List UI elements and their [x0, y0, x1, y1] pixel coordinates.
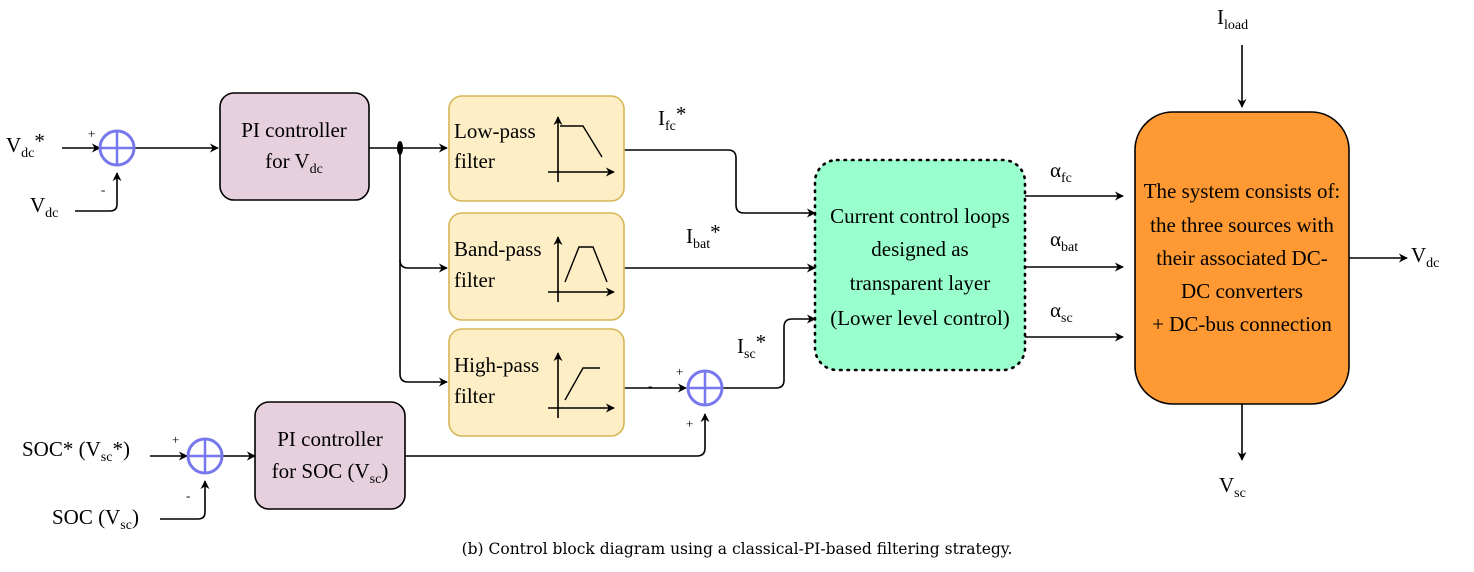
- bandpass-filter-block: Band-pass filter: [448, 212, 625, 321]
- pi-soc-line2: for SOC (Vsc): [272, 459, 389, 487]
- label-vdc-out: Vdc: [1411, 243, 1439, 271]
- label-ibat: Ibat*: [686, 220, 721, 252]
- wire-vdc-feedback: [75, 172, 122, 212]
- sum-soc-minus: -: [186, 488, 190, 503]
- loops-line-3: transparent layer: [850, 271, 991, 295]
- label-alpha-fc: αfc: [1050, 158, 1072, 186]
- bandpass-response-icon: [548, 236, 615, 302]
- sum-vdc-minus: -: [101, 182, 105, 197]
- label-vdc-meas: Vdc: [30, 193, 58, 221]
- label-ifc: Ifc*: [658, 102, 686, 134]
- wire-to-bandpass: [399, 148, 448, 273]
- system-line-3: their associated DC-: [1156, 246, 1327, 270]
- system-line-1: The system consists of:: [1144, 179, 1341, 203]
- lowpass-label-1: Low-pass: [454, 119, 536, 143]
- label-vdc-ref: Vdc*: [6, 129, 45, 161]
- system-line-2: the three sources with: [1150, 213, 1334, 237]
- loops-line-2: designed as: [871, 237, 968, 261]
- sum-sc-plus-bottom: +: [686, 416, 693, 431]
- wire-ifc: [624, 149, 816, 218]
- loops-line-4: (Lower level control): [830, 306, 1010, 330]
- lowpass-response-icon: [548, 116, 615, 182]
- highpass-label-2: filter: [454, 384, 495, 408]
- pi-vdc-line2: for Vdc: [265, 149, 323, 177]
- sum-vdc-plus: +: [88, 126, 95, 141]
- bandpass-label-1: Band-pass: [454, 237, 542, 261]
- sum-sc-plus-left: +: [676, 364, 683, 379]
- pi-controller-vdc: PI controller for Vdc: [219, 92, 370, 201]
- label-alpha-bat: αbat: [1050, 227, 1078, 255]
- sum-junction-vdc: [98, 129, 136, 167]
- label-soc-ref: SOC* (Vsc*): [22, 437, 130, 465]
- figure-caption: (b) Control block diagram using a classi…: [462, 540, 1013, 558]
- highpass-label-1: High-pass: [454, 353, 539, 377]
- sum-junction-sc: [686, 369, 724, 407]
- sum-sc-minus: -: [648, 378, 652, 393]
- lowpass-filter-block: Low-pass filter: [448, 95, 625, 202]
- pi-vdc-line1: PI controller: [241, 118, 347, 142]
- current-control-loops-block: Current control loops designed as transp…: [813, 158, 1027, 372]
- highpass-response-icon: [548, 352, 615, 418]
- label-vsc-out: Vsc: [1219, 473, 1246, 501]
- label-alpha-sc: αsc: [1050, 298, 1073, 326]
- wires: [62, 45, 1408, 520]
- label-soc-meas: SOC (Vsc): [52, 505, 139, 533]
- sum-junction-soc: [186, 437, 224, 475]
- system-line-4: DC converters: [1181, 279, 1303, 303]
- wire-isc: [722, 314, 816, 389]
- lowpass-label-2: filter: [454, 149, 495, 173]
- wire-pi-soc-to-sum: [405, 413, 710, 457]
- label-iload: Iload: [1217, 5, 1248, 33]
- pi-soc-line1: PI controller: [277, 427, 383, 451]
- loops-line-1: Current control loops: [830, 204, 1010, 228]
- wire-soc-feedback: [160, 480, 210, 520]
- sum-soc-plus: +: [172, 432, 179, 447]
- system-line-5: + DC-bus connection: [1152, 312, 1332, 336]
- pi-controller-soc: PI controller for SOC (Vsc): [254, 401, 406, 510]
- bandpass-label-2: filter: [454, 268, 495, 292]
- system-block: The system consists of: the three source…: [1134, 111, 1350, 405]
- wire-to-highpass: [399, 260, 448, 387]
- label-isc: Isc*: [737, 330, 766, 362]
- highpass-filter-block: High-pass filter: [448, 328, 625, 437]
